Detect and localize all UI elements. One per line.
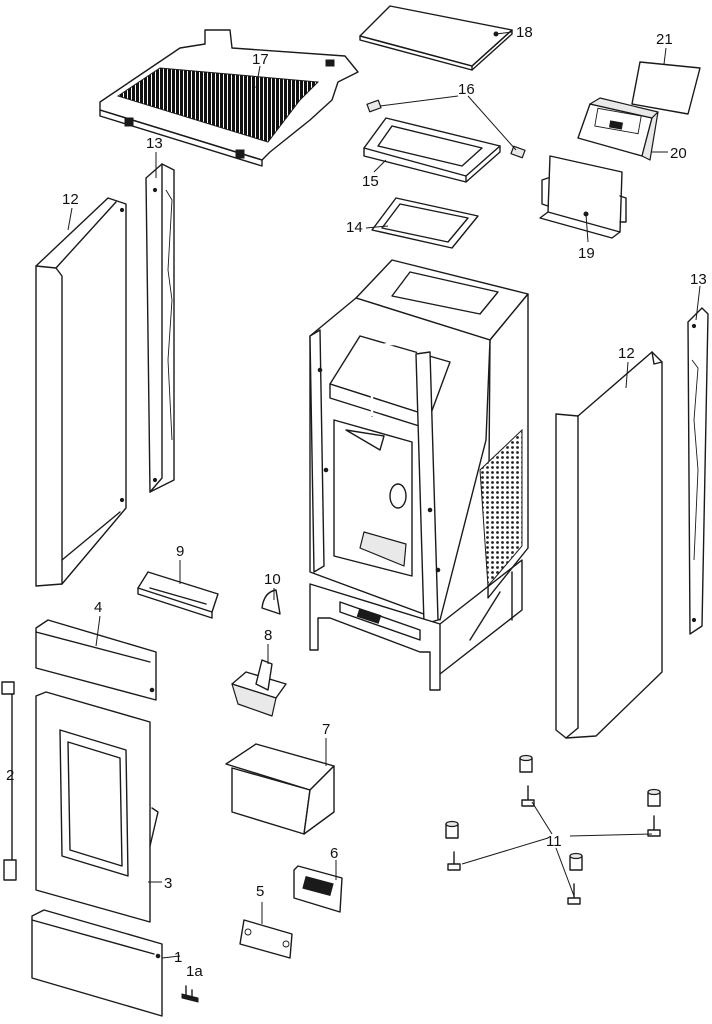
part-12-left-panel	[35, 197, 127, 587]
callout-9: 9	[176, 543, 184, 560]
callout-2: 2	[6, 767, 14, 784]
part-21-panel-card	[631, 61, 701, 115]
part-15-frame	[363, 117, 501, 183]
callout-18: 18	[516, 24, 533, 41]
callout-7: 7	[322, 721, 330, 738]
part-11-feet	[445, 754, 661, 905]
part-1a-latch	[181, 985, 199, 1003]
callout-5: 5	[256, 883, 264, 900]
part-19-bracket	[539, 155, 627, 239]
callouts: 17 18 21 20 16 15 14 19 13 12 13 12 9 10…	[6, 24, 707, 980]
callout-16: 16	[458, 81, 475, 98]
part-17-top-cover	[99, 29, 359, 167]
callout-17: 17	[252, 51, 269, 68]
part-1-lower-plate	[31, 909, 163, 1017]
callout-12-right: 12	[618, 345, 635, 362]
callout-12-left: 12	[62, 191, 79, 208]
part-7-ash-pan	[225, 743, 335, 835]
callout-4: 4	[94, 599, 102, 616]
callout-3: 3	[164, 875, 172, 892]
callout-6: 6	[330, 845, 338, 862]
part-2-hinge-rod	[1, 681, 17, 881]
part-16-sensors	[366, 99, 526, 159]
part-6-cover-plate	[293, 865, 343, 913]
leader-lines	[11, 31, 701, 959]
callout-10: 10	[264, 571, 281, 588]
part-14-gasket	[371, 197, 479, 249]
part-5-plate	[239, 919, 293, 959]
part-4-upper-plate	[35, 619, 157, 701]
callout-21: 21	[656, 31, 673, 48]
callout-13-right: 13	[690, 271, 707, 288]
callout-20: 20	[670, 145, 687, 162]
callout-13-left: 13	[146, 135, 163, 152]
part-13-left-strip	[145, 163, 175, 493]
part-18-top-lid	[359, 5, 513, 71]
part-10-deflector	[261, 589, 281, 615]
callout-1a: 1a	[186, 963, 203, 980]
part-9-bracket	[137, 571, 219, 619]
part-13-right-strip	[687, 307, 709, 635]
part-12-right-panel	[555, 351, 663, 739]
part-3-door	[35, 691, 159, 923]
part-8-burn-pot	[231, 659, 287, 717]
callout-14: 14	[346, 219, 363, 236]
stove-body	[309, 259, 529, 691]
callout-1: 1	[174, 949, 182, 966]
callout-11: 11	[546, 833, 562, 850]
callout-15: 15	[362, 173, 379, 190]
callout-19: 19	[578, 245, 595, 262]
callout-8: 8	[264, 627, 272, 644]
part-20-control-unit	[577, 97, 659, 161]
